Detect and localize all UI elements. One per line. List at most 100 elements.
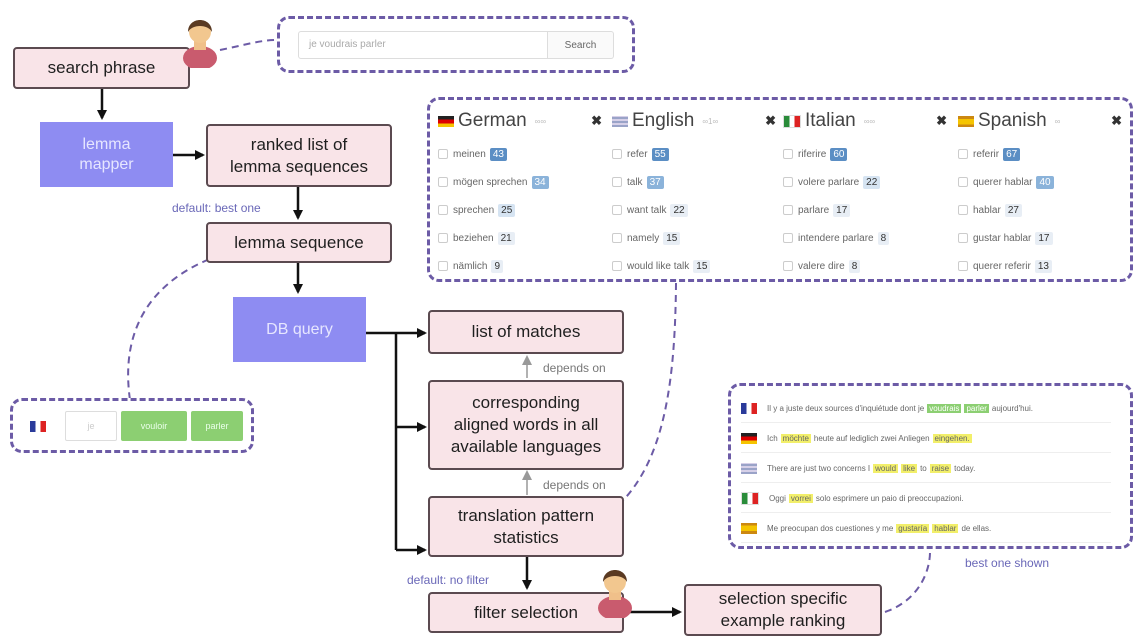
language-name: English bbox=[632, 110, 695, 131]
term-checkbox[interactable] bbox=[438, 261, 448, 271]
flag-icon bbox=[741, 402, 757, 414]
aligned-words-node: corresponding aligned words in all avail… bbox=[428, 380, 624, 470]
sentence-fragment: There are just two concerns I bbox=[767, 463, 871, 473]
term-checkbox[interactable] bbox=[783, 233, 793, 243]
term-checkbox[interactable] bbox=[438, 149, 448, 159]
term-count-badge: 67 bbox=[1003, 147, 1021, 161]
term-count-badge: 15 bbox=[663, 231, 681, 245]
sentence-fragment: Oggi bbox=[769, 493, 786, 503]
callout-lemma-chips bbox=[127, 254, 221, 401]
close-icon[interactable]: ✖ bbox=[1111, 113, 1122, 128]
close-icon[interactable]: ✖ bbox=[765, 113, 776, 128]
term-checkbox[interactable] bbox=[438, 177, 448, 187]
example-sentence-row: Il y a juste deux sources d'inquiétude d… bbox=[741, 394, 1111, 423]
term-checkbox[interactable] bbox=[783, 177, 793, 187]
close-icon[interactable]: ✖ bbox=[591, 113, 602, 128]
examples-panel: Il y a juste deux sources d'inquiétude d… bbox=[728, 383, 1133, 549]
term-checkbox[interactable] bbox=[958, 205, 968, 215]
flag-icon bbox=[741, 462, 757, 474]
lemma-mapper-node: lemma mapper bbox=[40, 122, 173, 187]
sentence-fragment: Me preocupan dos cuestiones y me bbox=[767, 523, 894, 533]
highlighted-word: raise bbox=[929, 463, 952, 473]
translation-stats-node: translation pattern statistics bbox=[428, 496, 624, 557]
lemma-chip[interactable]: parler bbox=[191, 411, 243, 441]
flag-icon bbox=[741, 432, 757, 444]
sentence-fragment: solo esprimere un paio di preoccupazioni… bbox=[815, 493, 964, 503]
term-checkbox[interactable] bbox=[612, 233, 622, 243]
depends-on-label-2: depends on bbox=[543, 478, 606, 492]
lemma-chip[interactable]: vouloir bbox=[121, 411, 187, 441]
term-count-badge: 8 bbox=[877, 231, 890, 245]
term-checkbox[interactable] bbox=[958, 233, 968, 243]
search-phrase-node: search phrase bbox=[13, 47, 190, 89]
sentence-fragment: to bbox=[920, 463, 927, 473]
term-checkbox[interactable] bbox=[958, 177, 968, 187]
sentence-fragment: Ich bbox=[767, 433, 778, 443]
db-query-label: DB query bbox=[266, 320, 333, 338]
term-checkbox[interactable] bbox=[612, 261, 622, 271]
term-count-badge: 8 bbox=[848, 259, 861, 273]
term-count-badge: 9 bbox=[491, 259, 504, 273]
flag-icon bbox=[741, 491, 759, 505]
search-input[interactable]: je voudrais parler bbox=[298, 31, 548, 59]
term-label: querer hablar bbox=[973, 176, 1033, 188]
term-checkbox[interactable] bbox=[958, 149, 968, 159]
term-checkbox[interactable] bbox=[612, 205, 622, 215]
term-checkbox[interactable] bbox=[438, 205, 448, 215]
term-count-badge: 25 bbox=[498, 203, 516, 217]
term-checkbox[interactable] bbox=[783, 205, 793, 215]
highlighted-word: like bbox=[901, 463, 918, 473]
filter-selection-label: filter selection bbox=[474, 602, 578, 622]
term-count-badge: 17 bbox=[833, 203, 851, 217]
term-count-badge: 55 bbox=[651, 147, 669, 161]
search-button[interactable]: Search bbox=[548, 31, 614, 59]
term-count-badge: 15 bbox=[693, 259, 711, 273]
term-count-badge: 34 bbox=[531, 175, 549, 189]
term-count-badge: 37 bbox=[646, 175, 664, 189]
term-checkbox[interactable] bbox=[783, 261, 793, 271]
term-checkbox[interactable] bbox=[612, 177, 622, 187]
term-label: would like talk bbox=[627, 260, 690, 272]
term-checkbox[interactable] bbox=[438, 233, 448, 243]
sentence-fragment: de ellas. bbox=[961, 523, 992, 533]
flag-icon bbox=[612, 115, 628, 127]
language-header: Spanish∞✖ bbox=[958, 108, 1128, 134]
user-avatar-icon bbox=[598, 570, 632, 618]
term-label: mögen sprechen bbox=[453, 176, 528, 188]
term-checkbox[interactable] bbox=[783, 149, 793, 159]
term-label: hablar bbox=[973, 204, 1001, 216]
term-checkbox[interactable] bbox=[958, 261, 968, 271]
example-ranking-node: selection specific example ranking bbox=[684, 584, 882, 636]
highlighted-word: parler bbox=[964, 403, 989, 413]
close-icon[interactable]: ✖ bbox=[936, 113, 947, 128]
ranked-list-label: ranked list of lemma sequences bbox=[230, 134, 368, 176]
lemma-chip[interactable]: je bbox=[65, 411, 117, 441]
callout-examples bbox=[884, 551, 931, 613]
term-checkbox[interactable] bbox=[612, 149, 622, 159]
